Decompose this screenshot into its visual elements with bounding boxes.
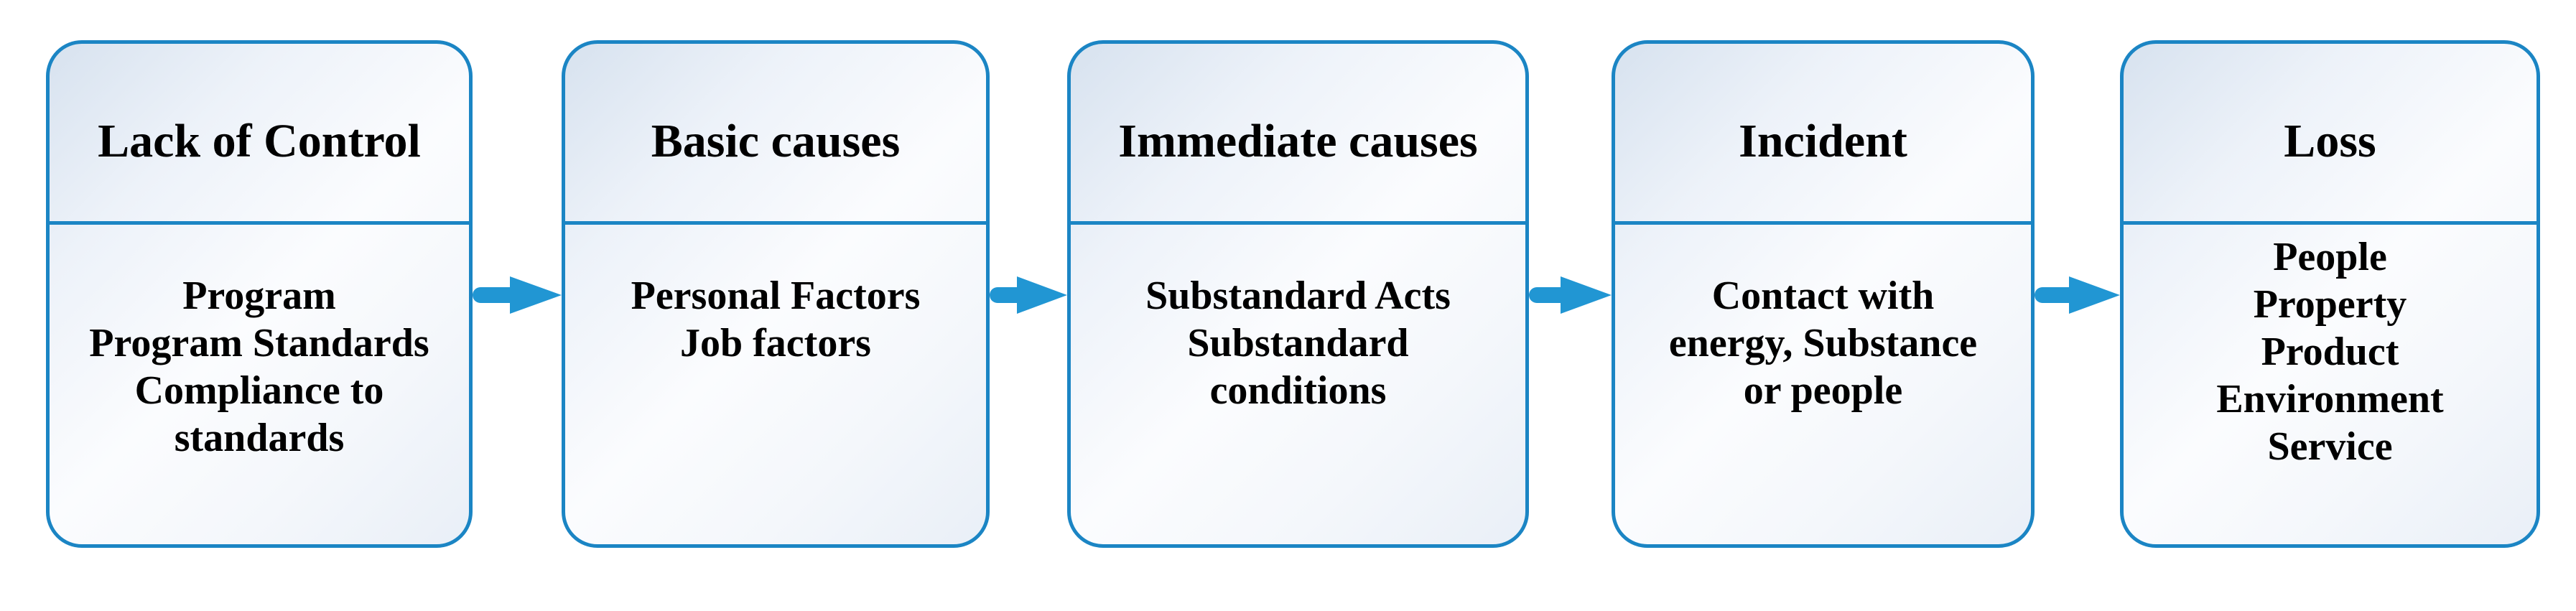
stage-body: Program Program Standards Compliance to … xyxy=(50,225,469,544)
body-line: Environment xyxy=(2216,377,2444,421)
arrow-right-icon xyxy=(1529,275,1612,315)
stage-header: Immediate causes xyxy=(1071,44,1525,225)
stage-box-basic-causes: Basic causes Personal Factors Job factor… xyxy=(562,40,990,548)
stage-body: People Property Product Environment Serv… xyxy=(2124,225,2537,544)
flow-row: Lack of Control Program Program Standard… xyxy=(46,40,2540,548)
stage-header: Lack of Control xyxy=(50,44,469,225)
body-line: conditions xyxy=(1209,368,1387,413)
stage-title: Incident xyxy=(1739,114,1907,167)
stage-title: Loss xyxy=(2284,114,2376,167)
stage-header: Loss xyxy=(2124,44,2537,225)
arrow-right-icon xyxy=(990,275,1067,315)
stage-header: Basic causes xyxy=(565,44,986,225)
stage-body: Substandard Acts Substandard conditions xyxy=(1071,225,1525,544)
stage-title: Basic causes xyxy=(651,114,901,167)
body-line: Compliance to xyxy=(134,368,384,413)
body-line: Program Standards xyxy=(89,321,429,365)
stage-box-lack-of-control: Lack of Control Program Program Standard… xyxy=(46,40,473,548)
body-line: standards xyxy=(174,416,345,460)
body-line: Program xyxy=(182,274,336,318)
body-line: Contact with xyxy=(1711,274,1935,318)
body-line: People xyxy=(2273,235,2387,279)
stage-box-immediate-causes: Immediate causes Substandard Acts Substa… xyxy=(1067,40,1529,548)
stage-box-loss: Loss People Property Product Environment… xyxy=(2120,40,2540,548)
body-line: Job factors xyxy=(680,321,871,365)
stage-body: Personal Factors Job factors xyxy=(565,225,986,544)
body-line: Personal Factors xyxy=(631,274,921,318)
arrow-right-icon xyxy=(473,275,562,315)
body-line: Substandard xyxy=(1187,321,1409,365)
body-line: Substandard Acts xyxy=(1145,274,1451,318)
body-line: Service xyxy=(2267,424,2393,469)
body-line: or people xyxy=(1743,368,1903,413)
arrow-right-icon xyxy=(2035,275,2120,315)
body-line: energy, Substance xyxy=(1668,321,1978,365)
stage-title: Lack of Control xyxy=(98,114,421,167)
stage-title: Immediate causes xyxy=(1118,114,1478,167)
stage-box-incident: Incident Contact with energy, Substance … xyxy=(1612,40,2035,548)
body-line: Property xyxy=(2253,282,2407,327)
stage-header: Incident xyxy=(1615,44,2031,225)
body-line: Product xyxy=(2261,330,2399,374)
stage-body: Contact with energy, Substance or people xyxy=(1615,225,2031,544)
